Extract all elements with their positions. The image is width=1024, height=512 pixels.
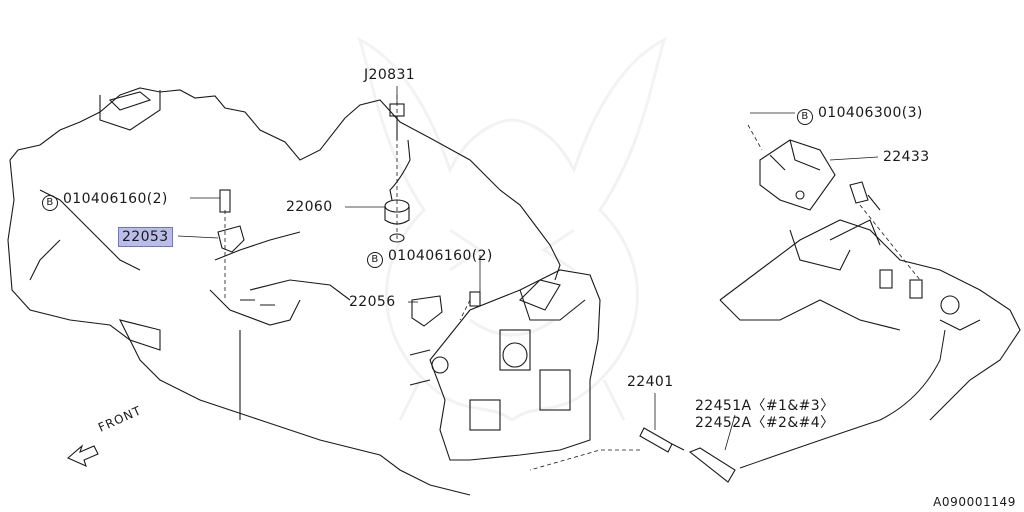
angle-close-1: 〉	[820, 398, 835, 414]
bolt-code: 010406160	[388, 248, 472, 264]
callout-label-22060: 22060	[286, 199, 333, 215]
bolt-callout-010406300: B 010406300(3)	[797, 105, 923, 125]
angle-open-1: 〈	[751, 398, 766, 414]
watermark-emblem	[357, 37, 667, 422]
callout-label-22056: 22056	[349, 294, 396, 310]
angle-close-2: 〉	[820, 415, 835, 431]
bolt-code: 010406300	[818, 105, 902, 121]
callout-label-22452a: 22452A〈#2&#4〉	[695, 415, 835, 431]
bolt-qty: (2)	[471, 248, 493, 264]
bolt-marker-icon: B	[367, 252, 383, 268]
bolt-qty: (3)	[901, 105, 923, 121]
callout-label-22451a: 22451A〈#1&#3〉	[695, 398, 835, 414]
bolt-code: 010406160	[63, 191, 147, 207]
callout-leader-lines	[177, 86, 879, 451]
spark-plug-part	[639, 427, 685, 453]
angle-open-2: 〈	[751, 415, 766, 431]
spark-plug-cable-boot	[688, 447, 736, 483]
bolt-callout-010406160-center: B 010406160(2)	[367, 248, 493, 268]
callout-note-22452a: #2&#4	[765, 415, 821, 431]
callout-label-22401: 22401	[627, 374, 674, 390]
bolt-callout-010406160-left: B 010406160(2)	[42, 191, 168, 211]
callout-label-22433: 22433	[883, 149, 930, 165]
engine-block-outline	[7, 87, 561, 496]
callout-part-22452a: 22452A	[695, 415, 752, 431]
bolt-qty: (2)	[146, 191, 168, 207]
sensor-22056-part	[411, 291, 481, 327]
bolt-marker-icon: B	[42, 195, 58, 211]
callout-label-j20831: J20831	[364, 67, 416, 83]
callout-note-22451a: #1&#3	[765, 398, 821, 414]
cylinder-head-block	[409, 269, 601, 461]
callout-label-22053[interactable]: 22053	[118, 227, 173, 247]
ignition-cable	[739, 329, 946, 469]
sensor-22053-part	[217, 189, 245, 253]
ignition-coil-part	[759, 139, 881, 211]
bolt-marker-icon: B	[797, 109, 813, 125]
figure-id: A090001149	[933, 495, 1016, 509]
callout-part-22451a: 22451A	[695, 398, 752, 414]
knock-sensor-part	[384, 139, 411, 243]
front-direction-arrow	[66, 444, 99, 468]
intake-manifold	[719, 219, 1021, 421]
